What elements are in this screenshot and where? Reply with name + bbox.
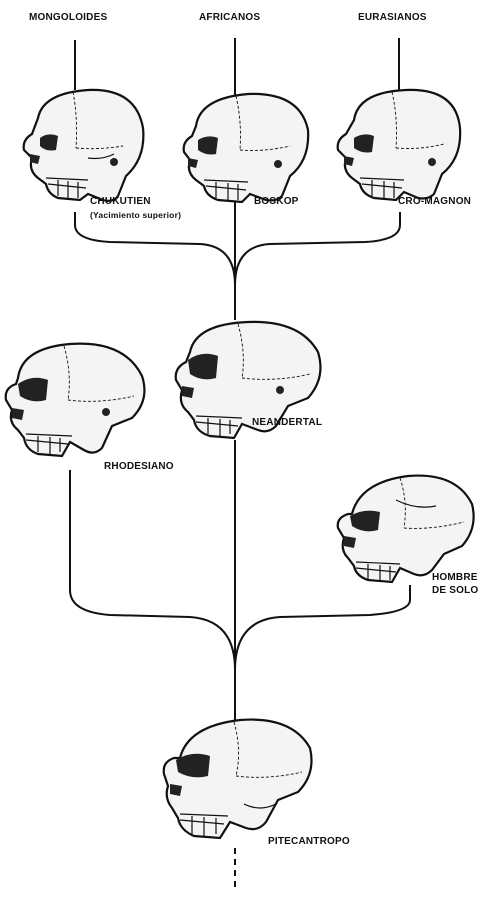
- label-africanos: AFRICANOS: [199, 12, 260, 24]
- label-hombre: HOMBRE: [432, 572, 478, 584]
- label-chukutien-sub: (Yacimiento superior): [90, 209, 181, 221]
- label-mongoloides: MONGOLOIDES: [29, 12, 107, 24]
- label-boskop: BOSKOP: [254, 196, 299, 208]
- lower-branch-right: [235, 585, 410, 670]
- upper-branch-right: [235, 212, 400, 285]
- boskop-skull: [184, 94, 309, 202]
- label-neandertal: NEANDERTAL: [252, 417, 322, 429]
- cro-magnon-skull: [338, 90, 461, 200]
- upper-branch-left: [75, 212, 235, 285]
- lower-branch-left: [70, 470, 235, 670]
- label-chukutien: CHUKUTIEN: [90, 196, 151, 208]
- hombre-de-solo-skull: [338, 476, 474, 582]
- chukutien-skull: [24, 90, 144, 201]
- label-eurasianos: EURASIANOS: [358, 12, 427, 24]
- label-cro-magnon: CRO-MAGNON: [398, 196, 471, 208]
- label-rhodesiano: RHODESIANO: [104, 461, 174, 473]
- rhodesiano-skull: [6, 344, 145, 456]
- pitecantropo-skull: [164, 720, 312, 838]
- label-pitecantropo: PITECANTROPO: [268, 836, 350, 848]
- label-de-solo: DE SOLO: [432, 585, 478, 597]
